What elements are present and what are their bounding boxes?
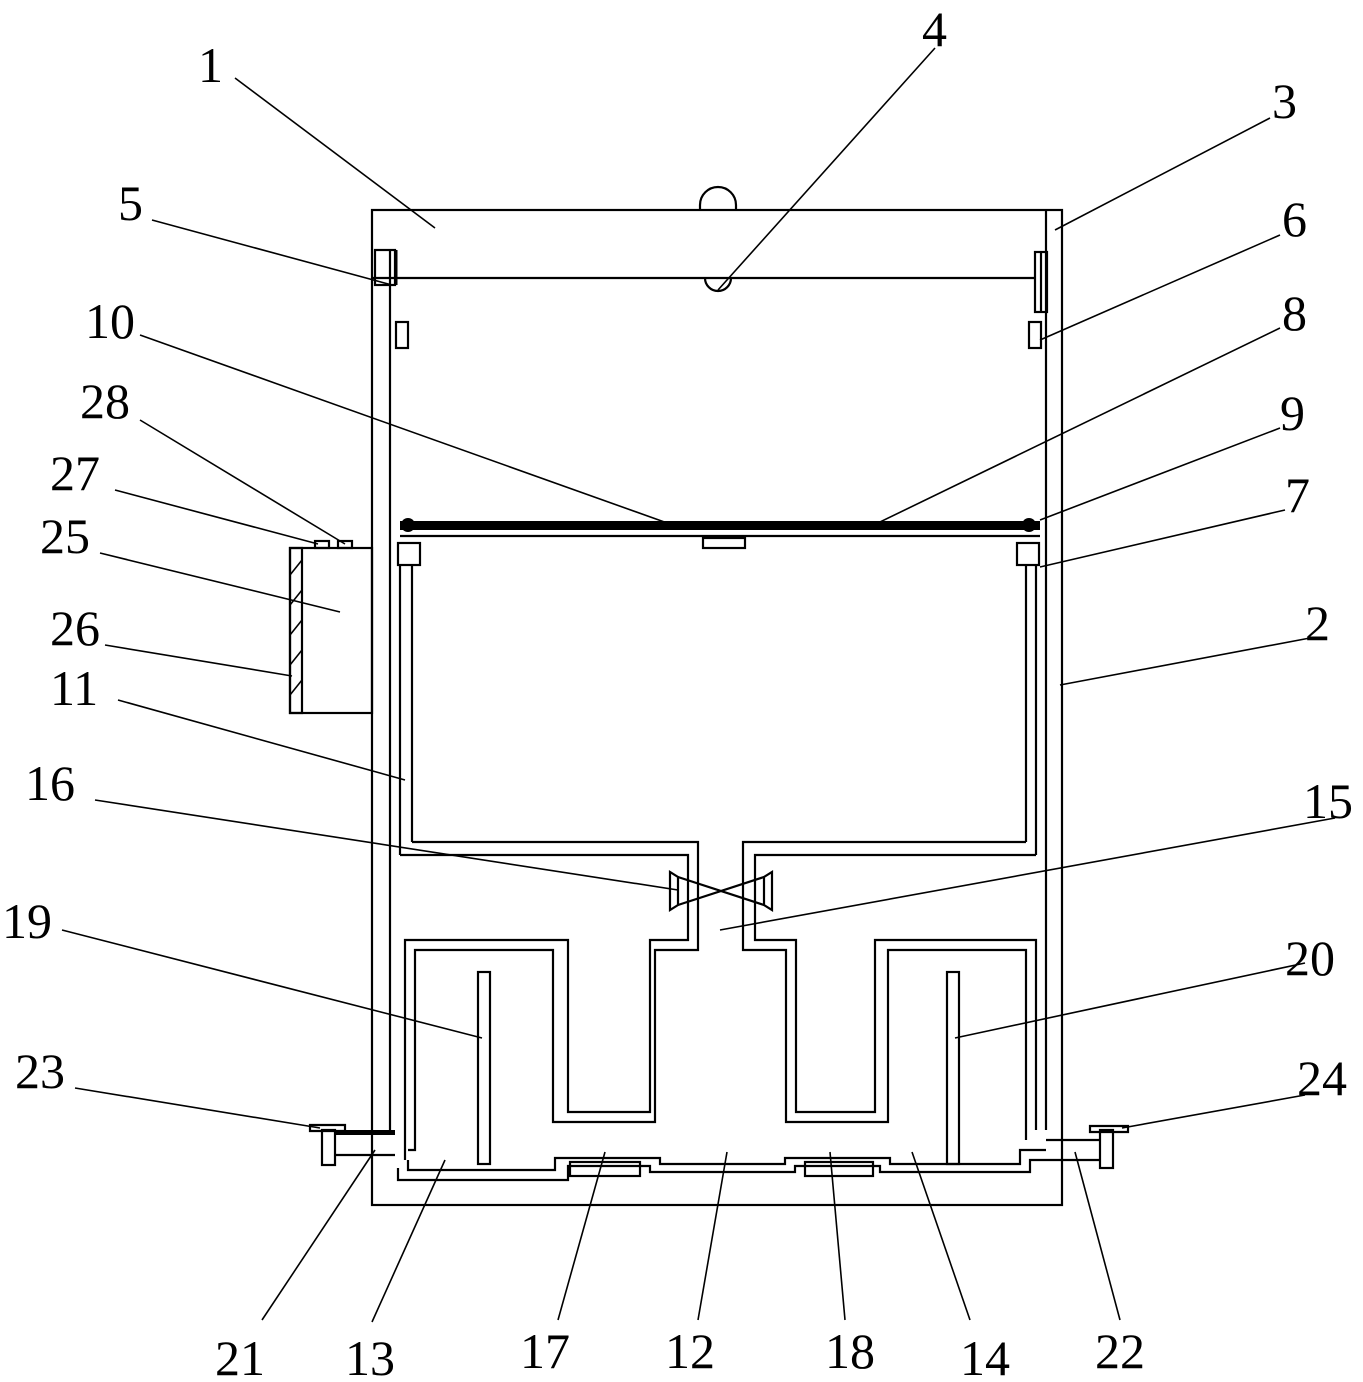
callout-17: 17 (520, 1323, 570, 1379)
callout-21: 21 (215, 1330, 265, 1382)
side-blocks (394, 320, 1043, 350)
lid (372, 185, 1049, 314)
callout-4: 4 (922, 1, 947, 57)
callout-14: 14 (960, 1330, 1010, 1382)
filter-screen (400, 518, 1040, 550)
callout-12: 12 (665, 1323, 715, 1379)
callout-10: 10 (85, 293, 135, 349)
callout-3: 3 (1272, 73, 1297, 129)
callout-26: 26 (50, 600, 100, 656)
callout-25: 25 (40, 508, 90, 564)
callout-15: 15 (1303, 773, 1353, 829)
callout-27: 27 (50, 445, 100, 501)
callout-8: 8 (1282, 285, 1307, 341)
callout-19: 19 (2, 893, 52, 949)
callout-18: 18 (825, 1323, 875, 1379)
callout-2: 2 (1305, 595, 1330, 651)
callout-9: 9 (1280, 385, 1305, 441)
callout-5: 5 (118, 175, 143, 231)
callout-6: 6 (1282, 191, 1307, 247)
callout-16: 16 (25, 755, 75, 811)
callout-28: 28 (80, 373, 130, 429)
callout-1: 1 (198, 37, 223, 93)
callout-13: 13 (345, 1330, 395, 1382)
valve (668, 870, 774, 912)
callout-24: 24 (1297, 1050, 1347, 1106)
side-box (288, 539, 374, 715)
callout-22: 22 (1095, 1323, 1145, 1379)
leader-lines (61, 47, 1336, 1323)
callout-23: 23 (15, 1043, 65, 1099)
inner-tank (396, 541, 1041, 1160)
callout-20: 20 (1285, 930, 1335, 986)
callout-7: 7 (1285, 467, 1310, 523)
baffles (476, 970, 961, 1166)
callout-11: 11 (50, 660, 98, 716)
bottom-chamber (396, 1148, 1046, 1182)
outlet-pipes (308, 1123, 1130, 1170)
